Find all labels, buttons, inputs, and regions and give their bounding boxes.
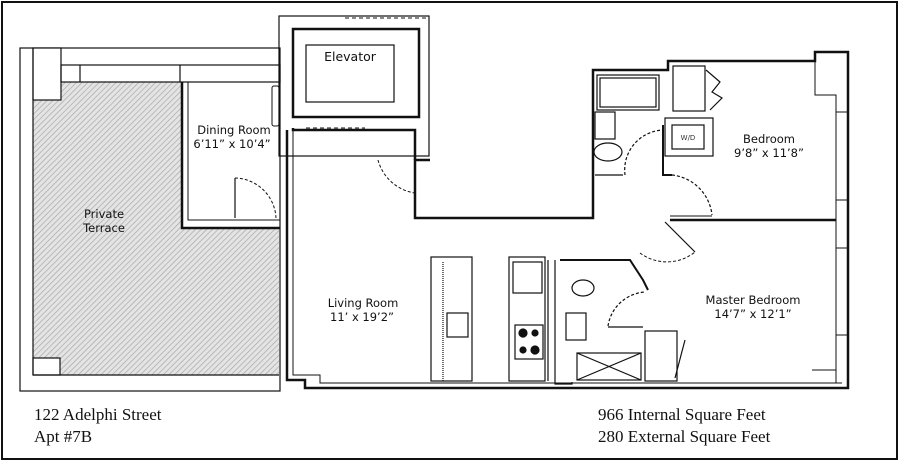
washer-dryer-label: W/D bbox=[681, 134, 696, 142]
dining-room-size: 6’11” x 10’4” bbox=[193, 137, 270, 151]
internal-area: 966 Internal Square Feet bbox=[598, 405, 766, 424]
master-bedroom-size: 14’7” x 12’1” bbox=[714, 307, 791, 321]
street-address: 122 Adelphi Street bbox=[34, 405, 162, 424]
elevator-label: Elevator bbox=[324, 49, 377, 64]
terrace-label-line2: Terrace bbox=[82, 221, 125, 235]
master-bath bbox=[554, 259, 686, 385]
hall-bath bbox=[593, 65, 723, 216]
bedroom-size: 9’8” x 11’8” bbox=[734, 146, 804, 160]
bedroom-label: Bedroom bbox=[743, 132, 795, 146]
apartment-walls bbox=[285, 50, 850, 390]
dining-room-walls bbox=[180, 82, 280, 230]
master-bedroom-label: Master Bedroom bbox=[706, 293, 801, 307]
apartment-number: Apt #7B bbox=[34, 427, 93, 446]
living-room-label: Living Room bbox=[328, 296, 399, 310]
living-room-size: 11’ x 19’2” bbox=[330, 310, 394, 324]
external-area: 280 External Square Feet bbox=[598, 427, 771, 446]
kitchen bbox=[430, 256, 549, 382]
elevator-shaft bbox=[278, 15, 430, 160]
area-block: 966 Internal Square Feet 280 External Sq… bbox=[598, 404, 770, 448]
address-block: 122 Adelphi Street Apt #7B bbox=[34, 404, 161, 448]
dining-room-label: Dining Room bbox=[197, 123, 271, 137]
terrace-label-line1: Private bbox=[84, 207, 124, 221]
terrace bbox=[19, 47, 281, 392]
